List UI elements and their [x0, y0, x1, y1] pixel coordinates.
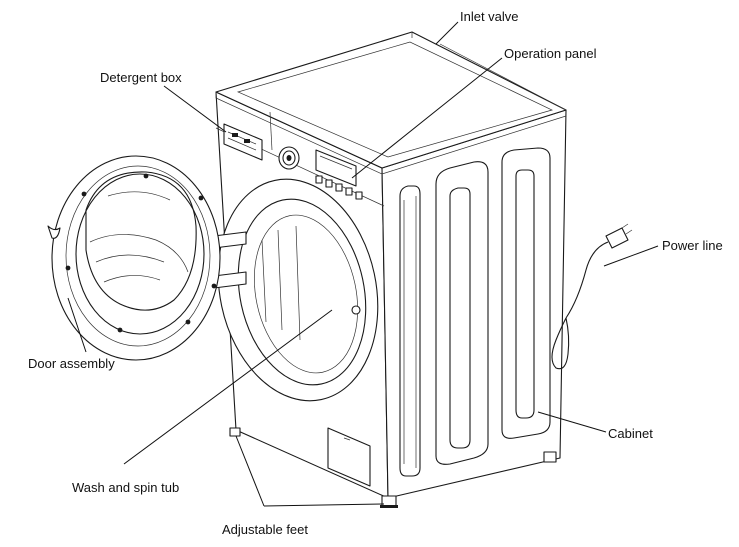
program-knob — [278, 146, 300, 170]
label-wash-spin-tub: Wash and spin tub — [72, 480, 179, 495]
side-panel-ribs — [399, 147, 551, 477]
label-adjustable-feet: Adjustable feet — [222, 522, 308, 537]
display-screen — [315, 149, 357, 187]
adjustable-feet — [229, 427, 557, 508]
door-assembly — [47, 155, 221, 361]
label-operation-panel: Operation panel — [504, 46, 597, 61]
panel-buttons — [315, 175, 363, 200]
porthole — [217, 178, 379, 402]
label-door-assembly: Door assembly — [28, 356, 115, 371]
filter-cover — [327, 427, 371, 487]
power-cord — [551, 223, 633, 370]
label-inlet-valve: Inlet valve — [460, 9, 519, 24]
leader-lines — [67, 21, 659, 507]
label-cabinet: Cabinet — [608, 426, 653, 441]
label-detergent-box: Detergent box — [100, 70, 182, 85]
label-power-line: Power line — [662, 238, 723, 253]
door-hinges — [213, 231, 247, 289]
detergent-drawer — [223, 123, 263, 161]
